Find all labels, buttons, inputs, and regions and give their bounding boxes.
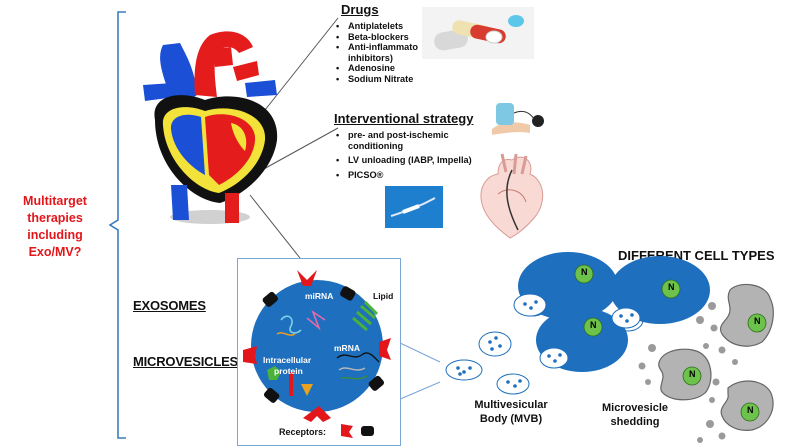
left-bracket bbox=[108, 11, 126, 439]
left-label-line-2: therapies bbox=[27, 211, 83, 225]
drug-item-cont: inhibitors) bbox=[348, 52, 393, 63]
drug-item: Anti-inflammato bbox=[334, 42, 426, 53]
protein-label-2: protein bbox=[274, 366, 303, 376]
mvb-caption-line-2: Body (MVB) bbox=[479, 413, 543, 425]
left-label-line-1: Multitarget bbox=[23, 194, 87, 208]
protein-label-1: Intracellular bbox=[263, 355, 312, 365]
lipid-label: Lipid bbox=[373, 291, 394, 301]
vesicle-diagram bbox=[243, 270, 391, 438]
intervention-item: pre- and post-ischemic bbox=[334, 130, 484, 141]
nucleus-label: N bbox=[747, 405, 754, 415]
drug-item: Beta-blockers bbox=[334, 32, 426, 43]
microvesicles-label: MICROVESICLES bbox=[133, 354, 239, 369]
interventional-title: Interventional strategy bbox=[334, 111, 474, 126]
shedding-caption-line-2: shedding bbox=[610, 416, 660, 428]
catheter-image bbox=[385, 186, 443, 228]
heart-illustration bbox=[143, 31, 278, 224]
mrna-label: mRNA bbox=[334, 343, 360, 353]
intervention-item-cont: conditioning bbox=[348, 140, 404, 151]
pills-image bbox=[422, 7, 534, 59]
shedding-caption: Microvesicle shedding bbox=[590, 401, 680, 429]
exosomes-label: EXOSOMES bbox=[133, 298, 206, 313]
nucleus-label: N bbox=[689, 369, 696, 379]
left-label-line-3: including bbox=[27, 228, 83, 242]
intervention-item: PICSO® bbox=[334, 170, 484, 181]
drug-item: Sodium Nitrate bbox=[334, 74, 426, 85]
drug-item: Antiplatelets bbox=[334, 21, 426, 32]
nucleus-label: N bbox=[754, 316, 761, 326]
nucleus-label: N bbox=[590, 320, 597, 330]
interventional-list: pre- and post-ischemic conditioning LV u… bbox=[334, 130, 484, 180]
nucleus-label: N bbox=[668, 282, 675, 292]
shedding-caption-line-1: Microvesicle bbox=[601, 402, 669, 414]
left-label-line-4: Exo/MV? bbox=[28, 245, 82, 259]
intervention-item: LV unloading (IABP, Impella) bbox=[334, 155, 484, 166]
drugs-list: Antiplatelets Beta-blockers Anti-inflamm… bbox=[334, 21, 426, 84]
nucleus-label: N bbox=[581, 267, 588, 277]
mirna-label: miRNA bbox=[305, 291, 334, 301]
cells-diagram bbox=[445, 252, 774, 443]
anatomical-heart-image bbox=[480, 153, 544, 239]
mvb-caption-line-1: Multivesicular bbox=[474, 399, 548, 411]
drug-item: Adenosine bbox=[334, 63, 426, 74]
multitarget-label: Multitarget therapies including Exo/MV? bbox=[0, 193, 110, 261]
receptors-label: Receptors: bbox=[279, 427, 327, 437]
drugs-title: Drugs bbox=[341, 2, 379, 17]
mvb-caption: Multivesicular Body (MVB) bbox=[466, 398, 556, 426]
arm-cuff-image bbox=[490, 99, 550, 137]
